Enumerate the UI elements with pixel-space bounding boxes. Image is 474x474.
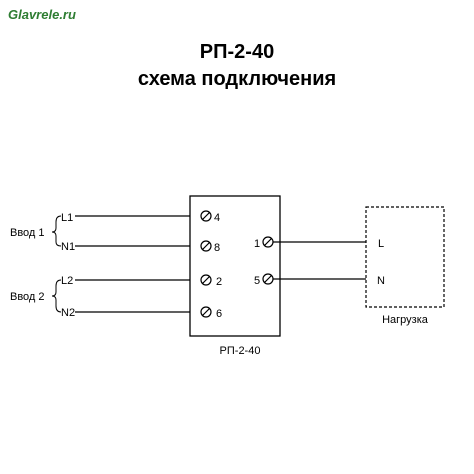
screw-slot	[264, 238, 272, 246]
load-box	[365, 206, 445, 308]
wire-label-n1: N1	[61, 241, 75, 253]
input-1-group: Ввод 1 L1 N1	[10, 212, 75, 253]
terminal-2: 2	[200, 274, 222, 288]
load-label: Нагрузка	[382, 314, 429, 326]
input-2-group: Ввод 2 L2 N2	[10, 275, 75, 319]
terminal-6: 6	[200, 306, 222, 320]
diagram-title: РП-2-40	[200, 41, 274, 63]
wire-label-l1: L1	[61, 212, 73, 224]
terminal-label-5: 5	[254, 275, 260, 287]
screw-slot	[202, 212, 210, 220]
load-line-l: L	[378, 238, 384, 250]
wire-label-n2: N2	[61, 307, 75, 319]
input-1-label: Ввод 1	[10, 227, 45, 239]
terminal-label-6: 6	[216, 308, 222, 320]
input-1-brace	[51, 215, 62, 247]
terminal-4: 4	[200, 210, 220, 224]
terminal-label-8: 8	[214, 242, 220, 254]
load-line-n: N	[377, 275, 385, 287]
terminal-label-4: 4	[214, 212, 220, 224]
relay-label: РП-2-40	[220, 345, 261, 357]
terminal-label-2: 2	[216, 276, 222, 288]
screw-slot	[202, 242, 210, 250]
site-watermark: Glavrele.ru	[8, 7, 76, 22]
terminal-8: 8	[200, 240, 220, 254]
screw-slot	[202, 308, 210, 316]
diagram-subtitle: схема подключения	[138, 68, 336, 90]
terminal-1: 1	[254, 236, 274, 250]
screw-slot	[264, 275, 272, 283]
input-2-label: Ввод 2	[10, 291, 45, 303]
input-2-brace	[51, 279, 62, 313]
terminal-label-1: 1	[254, 238, 260, 250]
wire-label-l2: L2	[61, 275, 73, 287]
screw-slot	[202, 276, 210, 284]
